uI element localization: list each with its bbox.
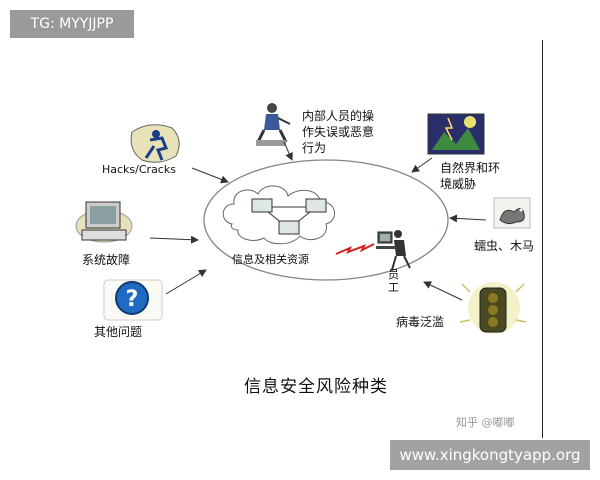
computer-icon <box>75 201 133 243</box>
employee-label-line-2: 工 <box>388 281 399 294</box>
arrow-other <box>165 269 207 295</box>
arrow-nature <box>411 157 433 173</box>
hacker-icon <box>130 124 180 163</box>
employee-workstation-icon <box>376 230 411 271</box>
hacks-label: Hacks/Cracks <box>102 163 176 176</box>
vertical-divider <box>542 40 543 438</box>
center-label: 信息及相关资源 <box>232 253 309 266</box>
network-cloud-icon <box>222 185 335 245</box>
zhihu-credit: 知乎 @嘟嘟 <box>456 416 515 429</box>
nature-label-line-1: 自然界和环 <box>440 161 501 175</box>
nature-label-line-2: 境威胁 <box>440 177 477 191</box>
svg-text:?: ? <box>126 287 139 312</box>
employee-label: 员 工 <box>388 268 399 294</box>
nature-label: 自然界和环 境威胁 <box>440 160 500 192</box>
question-icon: ? <box>103 279 163 321</box>
employee-label-line-1: 员 <box>388 268 399 281</box>
nature-storm-icon <box>427 113 485 155</box>
worm-icon <box>493 197 531 229</box>
site-watermark: www.xingkongtyapp.org <box>390 440 590 470</box>
arrow-hacks <box>191 167 229 184</box>
system-fault-label: 系统故障 <box>82 253 131 267</box>
diagram-title: 信息安全风险种类 <box>244 377 388 397</box>
insider-person-icon <box>256 103 291 146</box>
arrow-worms <box>449 214 487 223</box>
insider-label-line-1: 内部人员的操 <box>302 109 375 123</box>
insider-label-line-2: 作失误或恶意 <box>302 125 375 139</box>
worms-label: 蠕虫、木马 <box>474 239 535 253</box>
watermark-tag: TG: MYYJJPP <box>10 10 134 38</box>
other-label: 其他问题 <box>94 325 143 339</box>
arrow-insider <box>283 141 293 161</box>
virus-label: 病毒泛滥 <box>396 315 445 329</box>
arrow-virus <box>423 281 463 301</box>
insider-label: 内部人员的操 作失误或恶意 行为 <box>302 108 374 156</box>
traffic-light-icon <box>459 282 527 334</box>
arrow-system <box>149 235 199 244</box>
insider-label-line-3: 行为 <box>302 141 327 155</box>
lightning-icon <box>335 243 375 255</box>
